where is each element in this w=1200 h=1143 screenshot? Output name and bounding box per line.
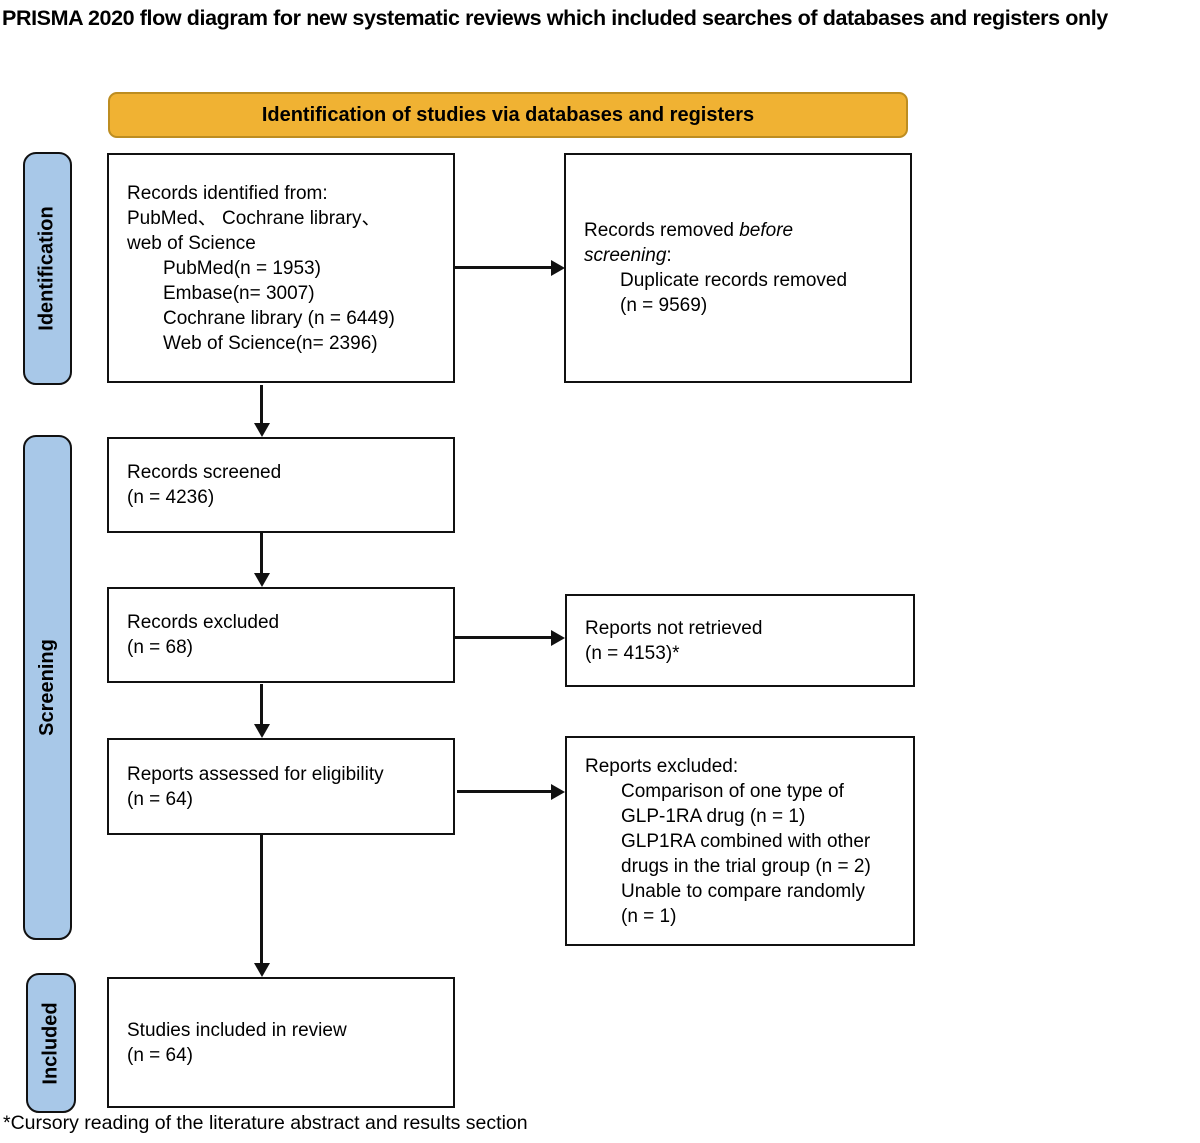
box-line: Unable to compare randomly xyxy=(621,880,865,902)
text-segment-italic: screening xyxy=(584,245,667,266)
box-line: Records screened xyxy=(127,462,282,483)
box-line: Cochrane library (n = 6449) xyxy=(163,307,395,329)
footnote: *Cursory reading of the literature abstr… xyxy=(3,1112,528,1134)
box-line: (n = 4153)* xyxy=(585,642,680,664)
text-segment: : xyxy=(666,245,672,266)
box-line: Records identified from: xyxy=(127,182,328,204)
box-line: (n = 9569) xyxy=(620,295,708,316)
box-line: Records removed before xyxy=(584,218,904,243)
stage-bar-included: Included xyxy=(26,973,76,1113)
stage-label-screening: Screening xyxy=(36,639,59,736)
box-line: (n = 64) xyxy=(127,1044,194,1066)
box-line: drugs in the trial group (n = 2) xyxy=(621,855,871,877)
box-reports-excluded: Reports excluded: Comparison of one type… xyxy=(565,736,915,946)
arrow-right-excluded-to-not-retrieved xyxy=(455,636,551,639)
box-records-removed: Records removed before screening: Duplic… xyxy=(564,153,912,383)
stage-bar-identification: Identification xyxy=(23,152,72,385)
box-line: web of Science xyxy=(127,232,256,254)
box-line: Comparison of one type of xyxy=(621,780,844,802)
arrow-down-assessed-to-included xyxy=(260,835,263,963)
page-title: PRISMA 2020 flow diagram for new systema… xyxy=(2,6,1108,30)
box-records-excluded: Records excluded (n = 68) xyxy=(107,587,455,683)
box-line: GLP-1RA drug (n = 1) xyxy=(621,805,806,827)
stage-label-included: Included xyxy=(39,1001,62,1085)
arrow-right-identified-to-removed xyxy=(455,266,551,269)
box-line: PubMed、 Cochrane library、 xyxy=(127,207,381,229)
box-line: Reports assessed for eligibility xyxy=(127,763,384,785)
box-line: screening: xyxy=(584,243,904,268)
box-line: Web of Science(n= 2396) xyxy=(163,332,378,354)
box-line: Studies included in review xyxy=(127,1019,347,1041)
box-records-identified: Records identified from: PubMed、 Cochran… xyxy=(107,153,455,383)
stage-label-identification: Identification xyxy=(36,206,59,331)
box-line: Embase(n= 3007) xyxy=(163,282,315,304)
banner-label: Identification of studies via databases … xyxy=(261,103,755,126)
text-segment-italic: before xyxy=(739,220,794,241)
box-line: Records excluded xyxy=(127,612,280,633)
box-line: (n = 64) xyxy=(127,788,194,810)
box-line: Duplicate records removed xyxy=(620,270,848,291)
box-records-screened: Records screened (n = 4236) xyxy=(107,437,455,533)
box-studies-included: Studies included in review (n = 64) xyxy=(107,977,455,1108)
box-line: Reports not retrieved xyxy=(585,617,763,639)
box-line: GLP1RA combined with other xyxy=(621,830,871,852)
arrow-down-screened-to-excluded xyxy=(260,533,263,573)
stage-bar-screening: Screening xyxy=(23,435,72,940)
box-line: PubMed(n = 1953) xyxy=(163,257,321,279)
box-line: (n = 1) xyxy=(621,905,677,927)
box-reports-assessed: Reports assessed for eligibility (n = 64… xyxy=(107,738,455,835)
banner-identification-of-studies: Identification of studies via databases … xyxy=(108,92,908,138)
box-line: Reports excluded: xyxy=(585,755,739,777)
arrow-right-assessed-to-reports-excluded xyxy=(457,790,551,793)
box-reports-not-retrieved: Reports not retrieved (n = 4153)* xyxy=(565,594,915,687)
arrow-down-identified-to-screened xyxy=(260,385,263,423)
box-line: (n = 68) xyxy=(127,637,194,658)
arrow-down-excluded-to-assessed xyxy=(260,684,263,724)
text-segment: Records removed xyxy=(584,220,740,241)
box-line: (n = 4236) xyxy=(127,487,215,508)
